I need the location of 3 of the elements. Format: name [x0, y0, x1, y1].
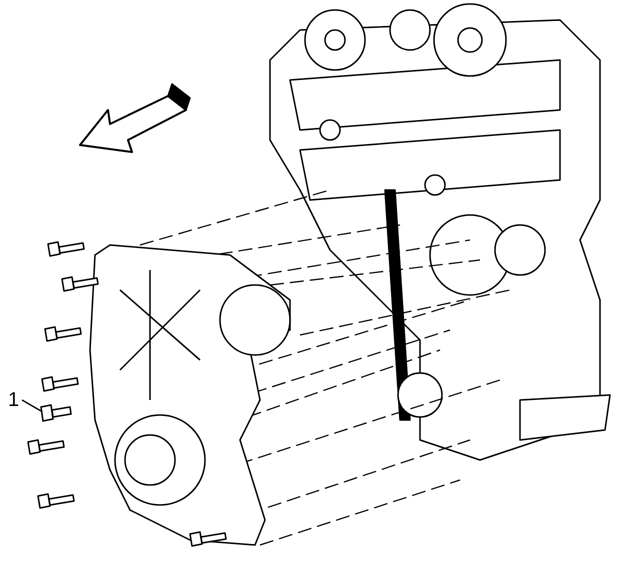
- leader-line: [22, 399, 42, 412]
- bolt-drawing: [40, 404, 72, 422]
- callout-number: 1: [8, 390, 22, 410]
